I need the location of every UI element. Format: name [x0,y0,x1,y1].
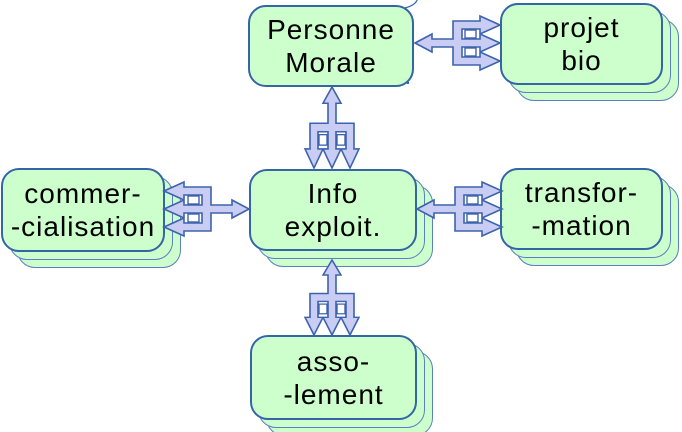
label-line: -lement [283,378,384,410]
stack-artifact [407,82,409,84]
node-shape: projet bio [500,3,663,85]
node-label: projet bio [502,5,661,83]
arrow-personnemorale-projetbio[interactable] [414,15,501,71]
label-line: bio [561,45,602,76]
node-assolement[interactable]: asso- -lement [250,335,433,432]
node-info-exploit[interactable]: Info exploit. [249,169,433,267]
node-label: asso- -lement [252,337,415,418]
node-shape: Personne Morale [248,5,414,87]
node-personne-morale[interactable]: Personne Morale [248,5,414,87]
arrow-infoexploit-assolement[interactable] [304,259,360,336]
label-line: projet [543,12,620,43]
label-line: -cialisation [10,211,156,242]
node-shape: commer- -cialisation [1,168,165,252]
node-shape: transfor- -mation [500,168,663,250]
node-label: Personne Morale [250,7,412,85]
label-line: Morale [285,47,377,78]
label-line: asso- [296,345,371,377]
node-transformation[interactable]: transfor- -mation [500,168,679,266]
stack-artifact [404,0,418,9]
arrow-personnemorale-infoexploit[interactable] [304,86,360,169]
node-label: Info exploit. [251,171,415,249]
label-line: commer- [24,178,142,209]
label-line: transfor- [524,177,639,208]
label-line: -mation [531,210,632,241]
node-shape: asso- -lement [250,335,417,420]
label-line: exploit. [284,211,382,242]
label-line: Info [307,178,359,209]
label-line: Personne [267,14,395,45]
node-shape: Info exploit. [249,169,417,251]
node-label: commer- -cialisation [3,170,163,250]
arrow-infoexploit-commercialisation[interactable] [163,181,250,237]
node-projet-bio[interactable]: projet bio [500,3,679,101]
node-label: transfor- -mation [502,170,661,248]
node-commercialisation[interactable]: commer- -cialisation [1,168,181,268]
arrow-infoexploit-transformation[interactable] [416,181,503,237]
